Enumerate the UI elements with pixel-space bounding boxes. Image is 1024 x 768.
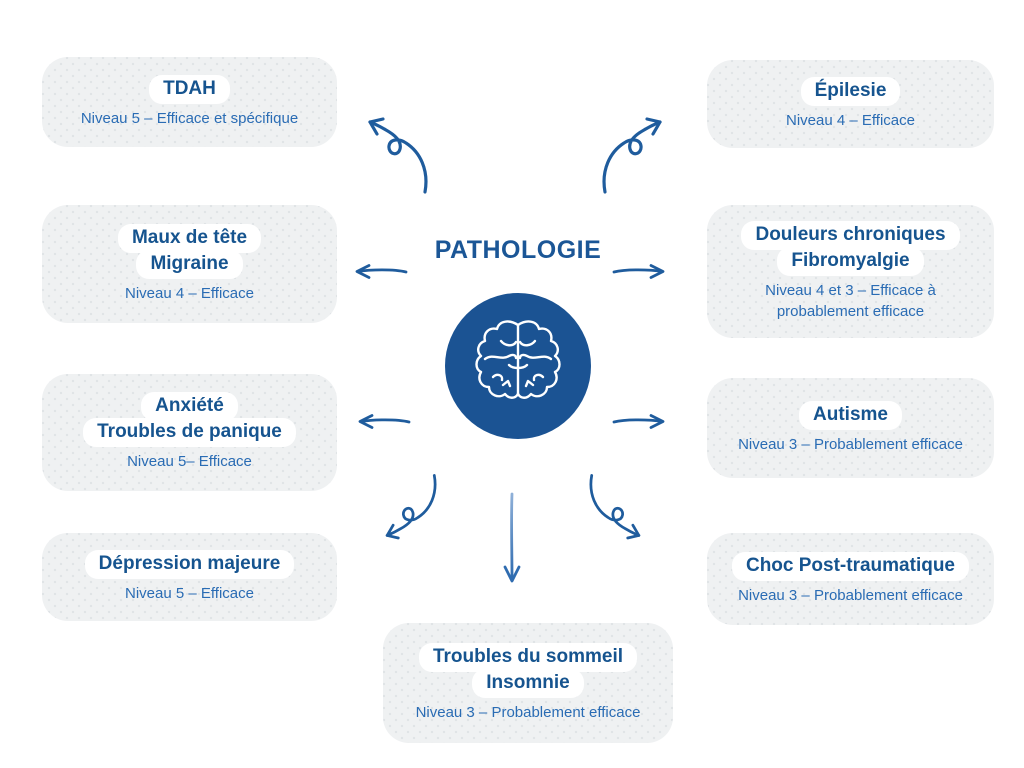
node-level: Niveau 4 – Efficace — [125, 284, 254, 302]
node-title-line: Troubles du sommeil — [418, 642, 638, 672]
arrow-down-sommeil — [503, 492, 521, 583]
node-douleurs-chroniques-fibromyalgie: Douleurs chroniques Fibromyalgie Niveau … — [707, 205, 994, 338]
node-title-line: Douleurs chroniques — [741, 221, 960, 251]
node-title: Choc Post-traumatique — [731, 551, 970, 581]
node-title-line: Choc Post-traumatique — [731, 551, 970, 581]
loop-arrow-bottom-right — [589, 474, 641, 540]
node-depression-majeure: Dépression majeure Niveau 5 – Efficace — [42, 533, 337, 621]
node-level: Niveau 3 – Probablement efficace — [738, 435, 963, 453]
loop-arrow-top-left — [368, 117, 428, 194]
node-title-line: Migraine — [136, 249, 243, 279]
node-title: Autisme — [799, 400, 902, 430]
node-epilesie: Épilesie Niveau 4 – Efficace — [707, 60, 994, 148]
loop-arrow-bottom-left — [385, 474, 437, 540]
arrow-left-maux — [355, 264, 408, 279]
node-level: Niveau 4 et 3 – Efficace à probablement … — [765, 282, 936, 320]
node-title: Troubles du sommeil Insomnie — [418, 642, 638, 698]
node-level: Niveau 5 – Efficace et spécifique — [80, 109, 299, 127]
arrow-left-anxiete — [358, 414, 411, 429]
node-level: Niveau 3 – Probablement efficace — [415, 703, 641, 721]
node-title: Épilesie — [800, 76, 901, 106]
node-title-line: Dépression majeure — [84, 549, 295, 579]
node-tdah: TDAH Niveau 5 – Efficace et spécifique — [42, 57, 337, 147]
node-title: Douleurs chroniques Fibromyalgie — [741, 221, 960, 277]
node-title: Anxiété Troubles de panique — [83, 392, 296, 448]
node-title: TDAH — [149, 74, 230, 104]
node-title-line: Épilesie — [800, 76, 901, 106]
node-level: Niveau 5 – Efficace — [125, 584, 254, 602]
node-maux-de-tete-migraine: Maux de tête Migraine Niveau 4 – Efficac… — [42, 205, 337, 323]
node-title: Maux de tête Migraine — [117, 223, 262, 279]
node-level: Niveau 3 – Probablement efficace — [738, 586, 963, 604]
node-title-line: Autisme — [799, 400, 902, 430]
arrow-right-autisme — [612, 414, 665, 429]
node-choc-post-traumatique: Choc Post-traumatique Niveau 3 – Probabl… — [707, 533, 994, 625]
arrow-right-douleurs — [612, 264, 665, 279]
node-title: Dépression majeure — [84, 549, 295, 579]
node-title-line: Troubles de panique — [83, 418, 296, 448]
node-title-line: Fibromyalgie — [777, 247, 924, 277]
page-title: PATHOLOGIE — [434, 236, 602, 264]
node-anxiete-troubles-de-panique: Anxiété Troubles de panique Niveau 5– Ef… — [42, 374, 337, 491]
loop-arrow-top-right — [602, 117, 662, 194]
node-title-line: TDAH — [149, 74, 230, 104]
node-autisme: Autisme Niveau 3 – Probablement efficace — [707, 378, 994, 478]
node-level: Niveau 5– Efficace — [127, 453, 252, 471]
node-title-line: Maux de tête — [117, 223, 262, 253]
node-level: Niveau 4 – Efficace — [786, 111, 915, 129]
node-troubles-du-sommeil-insomnie: Troubles du sommeil Insomnie Niveau 3 – … — [383, 623, 673, 743]
brain-icon — [445, 293, 591, 439]
node-title-line: Anxiété — [141, 392, 238, 422]
node-title-line: Insomnie — [472, 668, 584, 698]
